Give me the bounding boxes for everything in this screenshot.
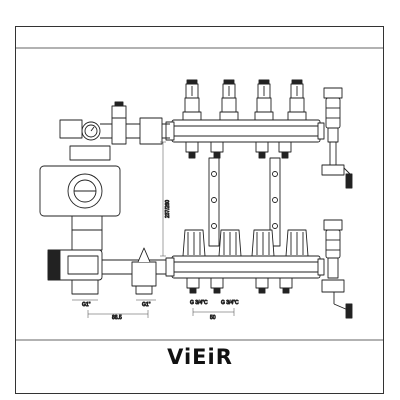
- mounting-brackets: [208, 157, 281, 247]
- flow-meter-3: [254, 79, 274, 121]
- height-dimension-label: 237/260: [165, 200, 171, 218]
- outlet-thread-label-a: G 3/4"C: [190, 300, 208, 306]
- lower-outlets: [186, 277, 293, 294]
- lower-air-vent: [321, 219, 353, 319]
- pipe-size-left-label: G1": [82, 302, 91, 308]
- flow-meter-4: [287, 79, 307, 121]
- flow-meter-group: [182, 79, 307, 121]
- upper-manifold: [165, 119, 325, 143]
- drawing-frame: [15, 26, 384, 394]
- outlet-pitch-label: 50: [210, 315, 216, 321]
- dimension-lines: [72, 141, 235, 318]
- upper-outlets: [185, 141, 292, 159]
- upper-air-vent: [321, 87, 353, 189]
- brand-logo: ViEiR: [167, 345, 233, 369]
- outlet-thread-label-b: G 3/4"C: [221, 300, 239, 306]
- pipe-size-right-label: G1": [142, 302, 151, 308]
- lower-valve-caps: [182, 229, 309, 257]
- flow-meter-1: [182, 79, 202, 121]
- spacing-dimension-label: 88.5: [112, 315, 122, 321]
- lower-manifold: [165, 255, 325, 279]
- pump-group: [39, 101, 170, 295]
- flow-meter-2: [219, 79, 239, 121]
